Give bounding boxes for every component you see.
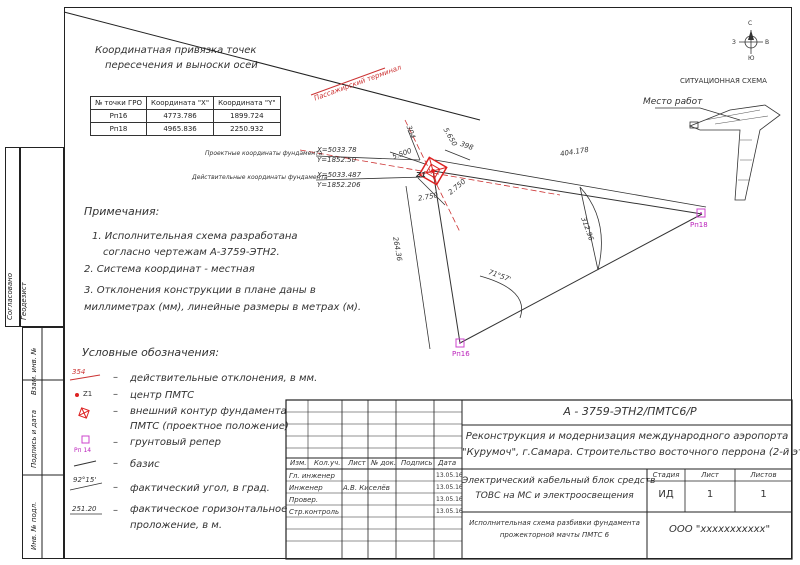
note-item: 2. Система координат - местная [84,264,255,275]
stamp-role: Провер. [289,496,319,504]
legend-sym-dev: 354 [72,368,86,376]
legend-dash: – [113,437,118,448]
stamp-col-header: Кол.уч. [314,459,341,467]
table-row: Рп16 4773.786 1899.724 [89,109,281,123]
notes-heading: Примечания: [84,205,160,218]
legend-item: грунтовый репер [130,437,222,448]
stamp-name: А.В. Киселёв [343,484,390,492]
legend-dash: – [113,482,118,493]
legend-heading: Условные обозначения: [82,346,220,359]
stamp-org: ООО "ххххххххххх" [668,524,771,535]
note-item: миллиметрах (мм), линейные размеры в мет… [84,302,362,313]
stamp-col-header: № док. [371,459,397,467]
compass-west: З [732,39,736,46]
stamp-sheets-header: Листов [750,471,777,479]
legend-sym-rp: Рп 14 [74,447,92,454]
table-row: Рп18 4965.836 2250.932 [89,122,281,136]
stamp-col-header: Дата [438,459,457,467]
compass-south: Ю [748,55,755,62]
legend-item: фактическое горизонтальное [130,504,288,515]
legend-sym-len: 251.20 [72,505,97,513]
compass-east: В [765,39,770,46]
legend-item: действительные отклонения, в мм. [130,373,318,384]
legend-dash: – [113,389,118,400]
stamp-date: 13.05.16 [436,496,463,503]
rp18-label: Рп18 [690,221,708,229]
stamp-project-line2: "Курумоч", г.Самара. Строительство восто… [462,447,800,458]
legend-dash: – [113,505,118,516]
legend-item: центр ПМТС [130,390,195,401]
legend-item: внешний контур фундамента [130,406,287,417]
stamp-object-line2: ТОВС на МС и электроосвещения [475,491,634,501]
legend-item: базис [130,459,160,470]
stamp-object-line1: Электрический кабельный блок средств [462,476,656,486]
legend-sym-angle: 92°15' [73,476,97,484]
stamp-sheet-header: Лист [701,471,719,479]
side-column-outer [5,147,20,327]
legend-item: фактический угол, в град. [130,483,270,494]
coord-table-title-1: Координатная привязка точек [95,45,257,56]
legend-sym-z1: Z1 [83,390,93,398]
compass-north: С [748,20,753,27]
stamp-col-header: Подпись [401,459,433,467]
stamp-date: 13.05.16 [436,508,463,515]
stamp-stage: ИД [658,489,674,500]
rp16-label: Рп16 [452,350,470,358]
side-approval-box [20,147,64,327]
note-item: 3. Отклонения конструкции в плане даны в [84,285,316,296]
design-y: Y=1852.50 [317,156,357,164]
stamp-role: Стр.контроль [289,508,340,516]
note-item: 1. Исполнительная схема разработана [92,231,298,242]
table-cell: 2250.932 [213,122,281,136]
stamp-stage-header: Стадия [652,471,680,479]
stamp-code: А - 3759-ЭТН2/ПМТС6/Р [563,405,697,418]
design-x: Х=5033.78 [317,146,357,154]
side-stamp-box [22,327,64,559]
legend-dash: – [113,372,118,383]
stamp-sheet-title-line2: прожекторной мачты ПМТС 6 [499,531,610,539]
situation-title: СИТУАЦИОННАЯ СХЕМА [680,77,767,85]
table-cell: 4965.836 [146,122,215,136]
actual-x: Х=5033.487 [317,171,362,179]
stamp-role: Гл. инженер [289,472,335,480]
stamp-sheet: 1 [706,489,714,500]
z1-label: Z1 [416,171,426,179]
coord-table-title-2: пересечения и выноски осей [105,60,258,71]
stamp-sheet-title-line1: Исполнительная схема разбивки фундамента [469,519,640,527]
legend-dash: – [113,458,118,469]
stamp-date: 13.05.16 [436,484,463,491]
legend-dash: – [113,406,118,417]
stamp-role: Инженер [289,484,323,492]
design-coords-label: Проектные координаты фундамента [205,150,323,157]
note-item: согласно чертежам А-3759-ЭТН2. [103,247,280,258]
stamp-sheets: 1 [760,489,767,500]
legend-item: проложение, в м. [130,520,223,531]
stamp-project-line1: Реконструкция и модернизация международн… [465,431,789,442]
legend-item: ПМТС (проектное положение) [130,421,289,432]
stamp-date: 13.05.16 [436,472,463,479]
situation-place-label: Место работ [643,97,703,107]
stamp-col-header: Лист [348,459,366,467]
coord-table: № точки ГРО Координата "X" Координата "Y… [89,96,281,136]
actual-coords-label: Действительные координаты фундамента [192,174,328,181]
stamp-col-header: Изм. [290,459,307,467]
actual-y: Y=1852.206 [317,181,361,189]
